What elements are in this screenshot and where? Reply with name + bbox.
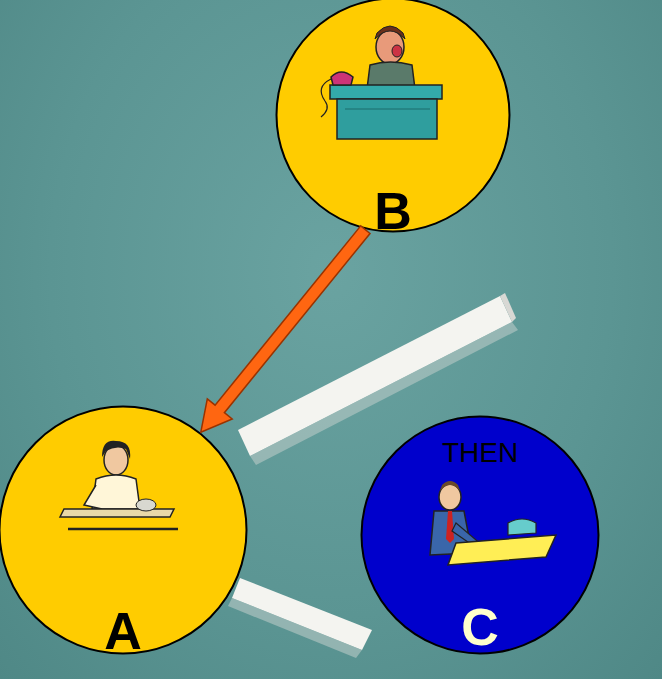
circle-node: THEN C — [360, 415, 600, 655]
flow-arrow — [201, 226, 370, 432]
writer-illustration — [60, 441, 178, 529]
arrow-shape — [201, 226, 370, 432]
step-label: THEN — [360, 439, 600, 467]
node-letter: C — [360, 601, 600, 653]
node-letter: B — [275, 185, 511, 237]
clerk-illustration — [321, 26, 442, 139]
node-letter: A — [0, 605, 248, 657]
worker-illustration — [430, 481, 556, 565]
circle-node: B — [275, 0, 511, 233]
chalk-stick — [228, 578, 372, 658]
circle-node: A — [0, 405, 248, 655]
